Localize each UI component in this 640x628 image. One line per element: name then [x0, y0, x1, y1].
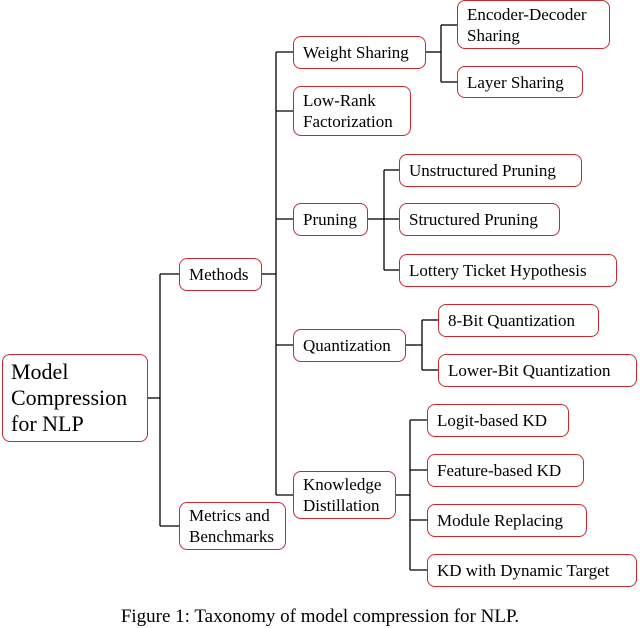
node-lower-bit-label: Lower-Bit Quantization: [448, 361, 611, 380]
node-structured-label: Structured Pruning: [409, 210, 538, 229]
node-unstructured-label: Unstructured Pruning: [409, 161, 556, 180]
node-root-label: Model Compression for NLP: [11, 359, 128, 436]
node-kd-dynamic-label: KD with Dynamic Target: [437, 561, 610, 580]
node-pruning: Pruning: [293, 203, 368, 236]
node-quantization: Quantization: [293, 329, 406, 362]
node-kd-dynamic-target: KD with Dynamic Target: [427, 554, 637, 587]
node-encoder-decoder-sharing: Encoder-Decoder Sharing: [457, 0, 610, 49]
node-methods-label: Methods: [189, 265, 249, 284]
node-low-rank-label: Low-Rank Factorization: [303, 91, 393, 131]
node-structured-pruning: Structured Pruning: [399, 203, 560, 236]
node-layer-sharing-label: Layer Sharing: [467, 72, 564, 92]
node-pruning-label: Pruning: [303, 210, 357, 229]
node-layer-sharing: Layer Sharing: [457, 66, 583, 98]
figure-caption: Figure 1: Taxonomy of model compression …: [120, 606, 520, 627]
node-weight-sharing: Weight Sharing: [293, 36, 426, 69]
node-knowledge-distillation: Knowledge Distillation: [293, 471, 396, 519]
node-root: Model Compression for NLP: [2, 354, 148, 442]
node-module-replacing: Module Replacing: [427, 504, 587, 537]
node-lottery-ticket-hypothesis: Lottery Ticket Hypothesis: [399, 254, 617, 287]
node-module-replacing-label: Module Replacing: [437, 511, 564, 530]
node-feature-kd-label: Feature-based KD: [437, 461, 562, 480]
node-methods: Methods: [179, 258, 262, 291]
node-kd-label: Knowledge Distillation: [303, 475, 382, 515]
node-metrics-benchmarks: Metrics and Benchmarks: [179, 502, 286, 550]
node-logit-kd-label: Logit-based KD: [437, 411, 548, 430]
node-encoder-decoder-label: Encoder-Decoder Sharing: [467, 4, 587, 45]
node-metrics-benchmarks-label: Metrics and Benchmarks: [189, 506, 274, 546]
node-unstructured-pruning: Unstructured Pruning: [399, 154, 582, 187]
node-8bit-label: 8-Bit Quantization: [448, 311, 576, 330]
node-feature-based-kd: Feature-based KD: [427, 454, 584, 487]
node-logit-based-kd: Logit-based KD: [427, 404, 569, 437]
node-weight-sharing-label: Weight Sharing: [303, 43, 409, 62]
node-low-rank-factorization: Low-Rank Factorization: [293, 86, 411, 136]
node-lower-bit-quantization: Lower-Bit Quantization: [438, 354, 637, 387]
node-lottery-label: Lottery Ticket Hypothesis: [409, 261, 587, 280]
node-8bit-quantization: 8-Bit Quantization: [438, 304, 599, 337]
node-quantization-label: Quantization: [303, 336, 391, 355]
